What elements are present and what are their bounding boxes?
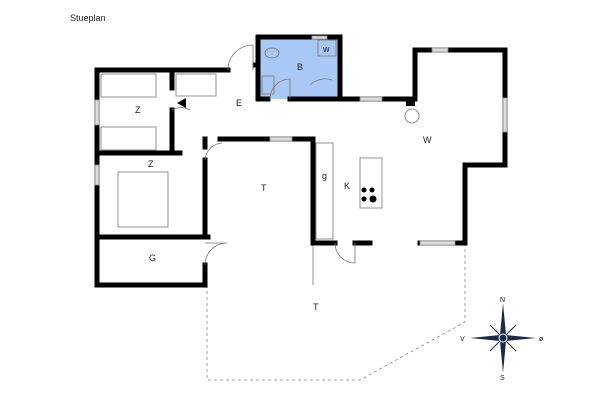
room-label: g xyxy=(322,171,327,181)
room-label: T xyxy=(261,183,267,193)
compass-north: N xyxy=(500,297,505,304)
terrace-outline xyxy=(206,243,466,381)
room-label: K xyxy=(344,181,350,191)
doors xyxy=(171,44,356,266)
room-label: Z xyxy=(148,159,154,169)
room-label: B xyxy=(297,62,303,72)
stair-arrow-icon xyxy=(177,98,186,108)
furniture xyxy=(100,39,420,240)
stove-icon xyxy=(361,187,377,203)
walls xyxy=(94,34,508,288)
plan-title: Stueplan xyxy=(70,13,106,23)
compass-west: V xyxy=(460,336,465,343)
windows xyxy=(94,35,508,246)
room-label: T xyxy=(313,302,319,312)
bathroom-fill xyxy=(258,37,340,99)
room-label: E xyxy=(236,98,242,108)
compass-east: ø xyxy=(539,336,544,343)
room-label: G xyxy=(149,253,156,263)
compass-rose-icon xyxy=(470,303,536,373)
room-label: W xyxy=(423,135,432,145)
room-label: Z xyxy=(135,105,141,115)
room-label: w xyxy=(322,44,330,54)
compass-south: S xyxy=(500,375,505,382)
